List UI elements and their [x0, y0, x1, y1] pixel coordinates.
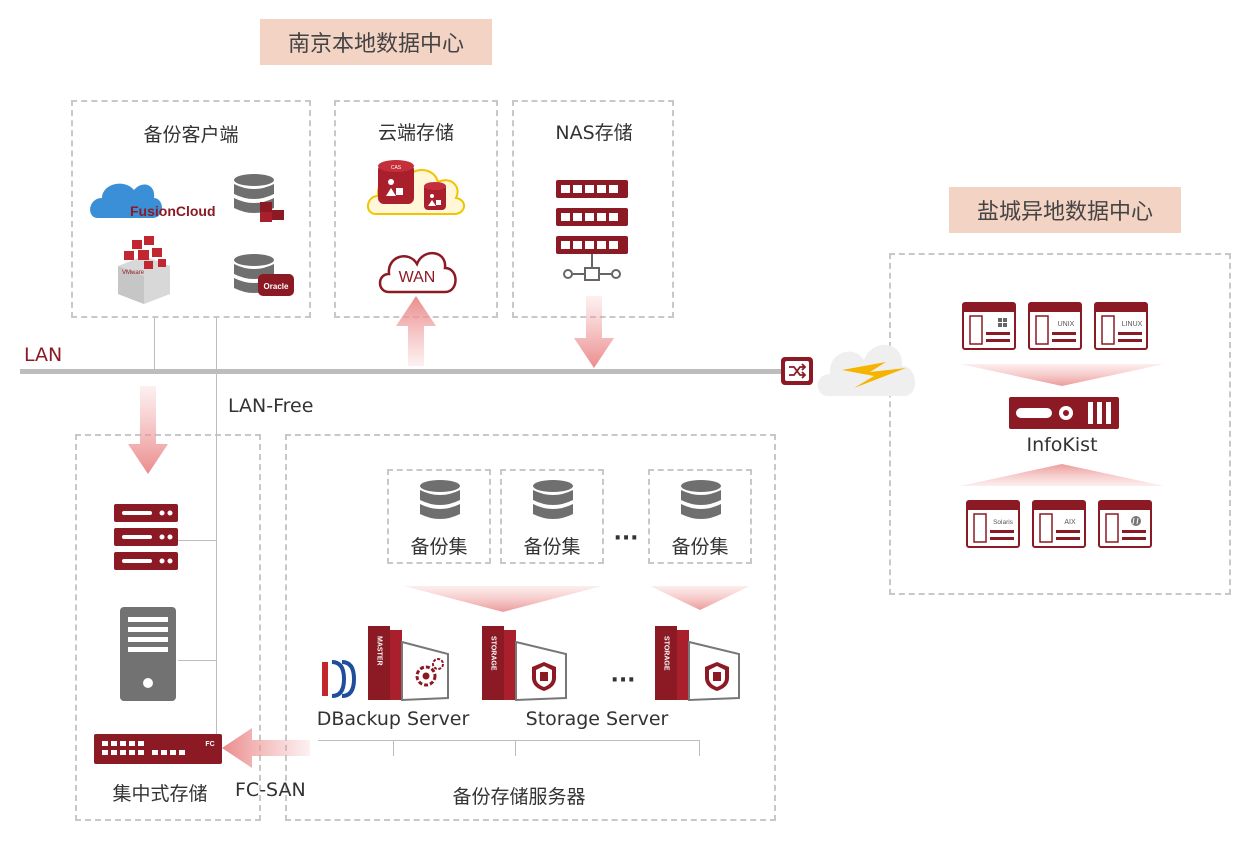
- bracket-tick-1: [393, 740, 394, 756]
- funnel-arrow-icon: [960, 464, 1164, 486]
- dbackup-server-label: DBackup Server: [316, 708, 470, 730]
- funnel-arrow-icon: [960, 364, 1164, 386]
- backup-set-label-2: 备份集: [523, 536, 581, 558]
- nas-title: NAS存储: [555, 122, 633, 144]
- backup-set-label-1: 备份集: [410, 536, 468, 558]
- remote-box: [889, 253, 1231, 595]
- arrow-left-icon: [222, 728, 310, 768]
- arrow-down-icon: [128, 386, 168, 474]
- clients-box: [71, 100, 311, 318]
- svg-text:UNIX: UNIX: [1058, 321, 1075, 328]
- svg-text:STORAGE: STORAGE: [490, 636, 497, 671]
- central-box: [75, 434, 261, 821]
- fc-storage-array-icon: FC: [94, 734, 222, 764]
- master-server-icon: MASTER: [368, 626, 449, 702]
- cloud-storage-icon: CAS: [367, 160, 465, 215]
- svg-text:FC: FC: [205, 741, 214, 748]
- bracket-tick-3: [699, 740, 700, 756]
- rack-server-icon: [114, 504, 178, 570]
- central-link-2: [178, 660, 217, 661]
- fc-san-label: FC-SAN: [235, 779, 306, 801]
- lan-line: [20, 369, 782, 374]
- svg-text:Solaris: Solaris: [993, 519, 1014, 526]
- clients-title: 备份客户端: [143, 124, 239, 146]
- arrow-down-icon: [574, 296, 614, 368]
- backup-set-database-icon: [681, 480, 721, 519]
- backup-set-label-3: 备份集: [671, 536, 729, 558]
- central-link-1: [178, 540, 217, 541]
- backup-set-box-3: [648, 469, 752, 564]
- dbackup-logo-icon: [322, 660, 357, 698]
- svg-text:AIX: AIX: [1064, 519, 1076, 526]
- aix-server-icon: AIX: [1032, 500, 1086, 548]
- cloud-title: 云端存储: [377, 122, 455, 144]
- funnel-arrow-icon: [404, 586, 602, 612]
- storage-server-icon: STORAGE: [655, 626, 740, 702]
- backup-set-database-icon: [420, 480, 460, 519]
- lan-label: LAN: [24, 344, 63, 366]
- backup-set-ellipsis: ···: [613, 526, 639, 551]
- svg-text:CAS: CAS: [391, 165, 402, 171]
- tower-server-icon: [120, 607, 176, 701]
- svg-text:Oracle: Oracle: [264, 282, 289, 291]
- wan-cloud-icon: WAN: [378, 252, 457, 294]
- nas-storage-icon: [556, 180, 628, 281]
- svg-text:VMware: VMware: [122, 270, 145, 276]
- backup-servers-box: [285, 434, 776, 821]
- svg-text:MASTER: MASTER: [376, 636, 383, 666]
- storage-server-icon: STORAGE: [482, 626, 567, 702]
- nanjing-title: 南京本地数据中心: [260, 19, 492, 65]
- svg-text:FusionCloud: FusionCloud: [130, 203, 216, 219]
- yancheng-title: 盐城异地数据中心: [949, 187, 1181, 233]
- backup-set-box-2: [500, 469, 604, 564]
- lan-free-label: LAN-Free: [228, 395, 314, 417]
- unix-server-icon: UNIX: [1028, 302, 1082, 350]
- funnel-arrow-icon: [650, 586, 750, 610]
- storage-server-label: Storage Server: [525, 708, 669, 730]
- server-ellipsis: ···: [610, 668, 636, 693]
- linux-server-icon: LINUX: [1094, 302, 1148, 350]
- lightning-cloud-icon: [817, 344, 916, 396]
- network-switch-icon: [781, 357, 813, 385]
- arrow-up-icon: [396, 296, 436, 366]
- svg-text:STORAGE: STORAGE: [663, 636, 670, 671]
- hp-server-icon: [1098, 500, 1152, 548]
- client-drop-line: [154, 318, 155, 370]
- central-title: 集中式存储: [112, 783, 208, 805]
- backup-servers-title: 备份存储服务器: [452, 786, 586, 808]
- lan-free-line: [216, 318, 217, 738]
- oracle-database-icon: Oracle: [234, 254, 294, 296]
- svg-text:LINUX: LINUX: [1122, 321, 1143, 328]
- windows-server-icon: [962, 302, 1016, 350]
- bracket-tick-2: [515, 740, 516, 756]
- fusioncloud-logo-icon: FusionCloud: [90, 183, 216, 219]
- backup-set-box-1: [387, 469, 491, 564]
- server-bracket: [318, 740, 700, 741]
- solaris-server-icon: Solaris: [966, 500, 1020, 548]
- vmware-cube-icon: VMware: [118, 236, 170, 304]
- backup-set-database-icon: [533, 480, 573, 519]
- database-icon: [234, 174, 284, 222]
- svg-text:WAN: WAN: [399, 269, 436, 286]
- infokist-label: InfoKist: [1026, 434, 1098, 456]
- infokist-device-icon: [1009, 397, 1119, 429]
